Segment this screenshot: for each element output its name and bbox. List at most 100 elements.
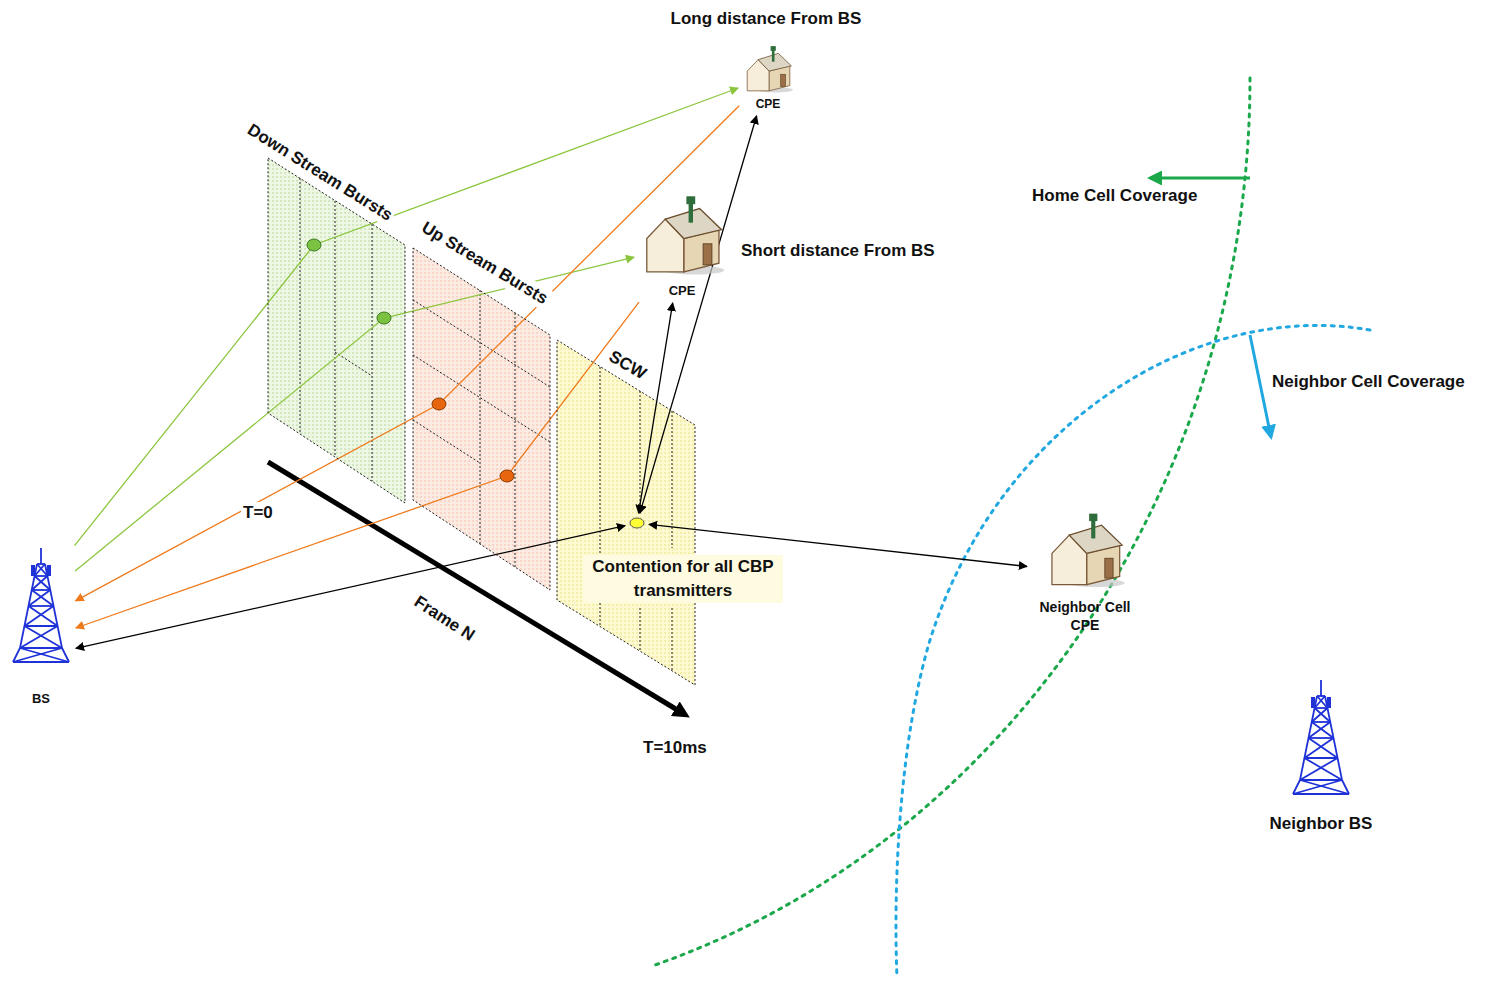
tower-bar [20,647,62,649]
panel-heading: Up Stream Bursts [416,216,554,311]
house-antenna-head [1089,514,1097,521]
cpe-node: CPE [742,42,794,112]
tower-brace [37,564,47,576]
tower-brace [24,606,53,626]
panel-heading: Down Stream Bursts [241,118,398,227]
house-door [1105,558,1113,578]
tower-bar [24,625,57,627]
tower-bar [1304,757,1337,759]
tower-mast [40,548,42,564]
tower-brace [20,626,58,648]
tower-bar [1300,779,1342,781]
signal-arrow [76,106,740,601]
tower-brace [32,590,54,606]
panel-heading: SCW [603,345,652,386]
node-label: Neighbor BS [1270,813,1373,835]
signal-arrow [76,302,639,628]
burst-panel: Down Stream Bursts [268,158,405,503]
tower-brace [29,590,51,606]
tower-brace [1312,722,1334,738]
contention-dot [629,517,645,529]
panel-fills [268,158,695,685]
tower-foot [1293,793,1349,795]
tower-brace [1304,738,1333,758]
cpe-node: CPE [638,192,726,299]
signal-arrow [75,88,739,546]
tower-brace [1315,696,1325,708]
house-roof [665,209,721,239]
home-coverage-arrow [1150,177,1250,180]
tower-foot [13,648,62,662]
house-antenna [772,49,775,61]
tower-brace [32,576,48,590]
tower-bar [1308,737,1333,739]
tower-brace [1317,696,1327,708]
home-cell-boundary [655,78,1250,965]
house-icon [1043,512,1127,588]
upstream-burst-dot [500,470,514,482]
tower-antenna-panel [1327,697,1331,708]
tower-bar [1312,721,1331,723]
annotation-label: T=0 [241,502,275,524]
house-icon [742,42,794,96]
contention-label: Contention for all CBP transmitters [583,555,783,603]
tower-brace [1315,708,1331,722]
panel-fill [557,340,695,685]
downstream-burst-dot [307,239,321,251]
node-label: BS [10,690,72,707]
annotation-label: Long distance From BS [669,8,864,30]
house-antenna [689,202,693,223]
cpe-node: Neighbor Cell CPE [1031,512,1139,634]
node-label: CPE [638,282,726,299]
tower-brace [29,606,58,626]
neighbor-coverage-arrow [1250,335,1271,437]
contention-dot-shape [630,518,644,528]
house-door [780,74,785,86]
tower-antenna-panel [31,565,35,576]
tower-foot [13,661,69,663]
tower-bar [29,605,54,607]
annotation-label: Neighbor Cell Coverage [1270,371,1467,393]
edge-layer [75,88,1028,648]
signal-arrow [76,526,625,649]
tower-bar [32,589,51,591]
signal-arrow [640,116,757,513]
node-label: CPE [742,96,794,112]
house-roof [1069,525,1122,553]
base-station-node: BS [10,548,72,707]
house-icon [638,192,726,278]
downstream-burst-dot [377,312,391,324]
tower-icon [10,548,72,668]
node-label: Neighbor Cell CPE [1031,598,1139,634]
annotation-label: T=10ms [641,737,709,759]
tower-foot [1293,780,1342,794]
house-antenna-head [771,46,776,51]
tower-brace [1308,722,1330,738]
tower-mast [1320,680,1322,696]
neighbor-cell-boundary [896,325,1370,978]
burst-panel: SCWContention for all CBP transmitters [557,340,695,685]
house-door [703,244,712,265]
tower-lattice [13,548,69,662]
panel-border [557,340,695,685]
tower-brace [1308,738,1337,758]
annotation-label: Home Cell Coverage [1030,185,1199,207]
tower-brace [35,564,45,576]
base-station-node: Neighbor BS [1270,680,1373,835]
tower-brace [1300,758,1338,780]
tower-antenna-panel [1311,697,1315,708]
tower-lattice [1293,680,1349,794]
panel-outline [557,340,695,685]
burst-panel: Up Stream Bursts [413,248,550,590]
house-antenna [1091,519,1095,539]
tower-brace [35,576,51,590]
tower-foot [20,648,69,662]
tower-antenna-panel [47,565,51,576]
annotation-label: Frame N [408,590,480,648]
house-antenna-head [686,196,695,204]
tower-brace [1304,758,1342,780]
